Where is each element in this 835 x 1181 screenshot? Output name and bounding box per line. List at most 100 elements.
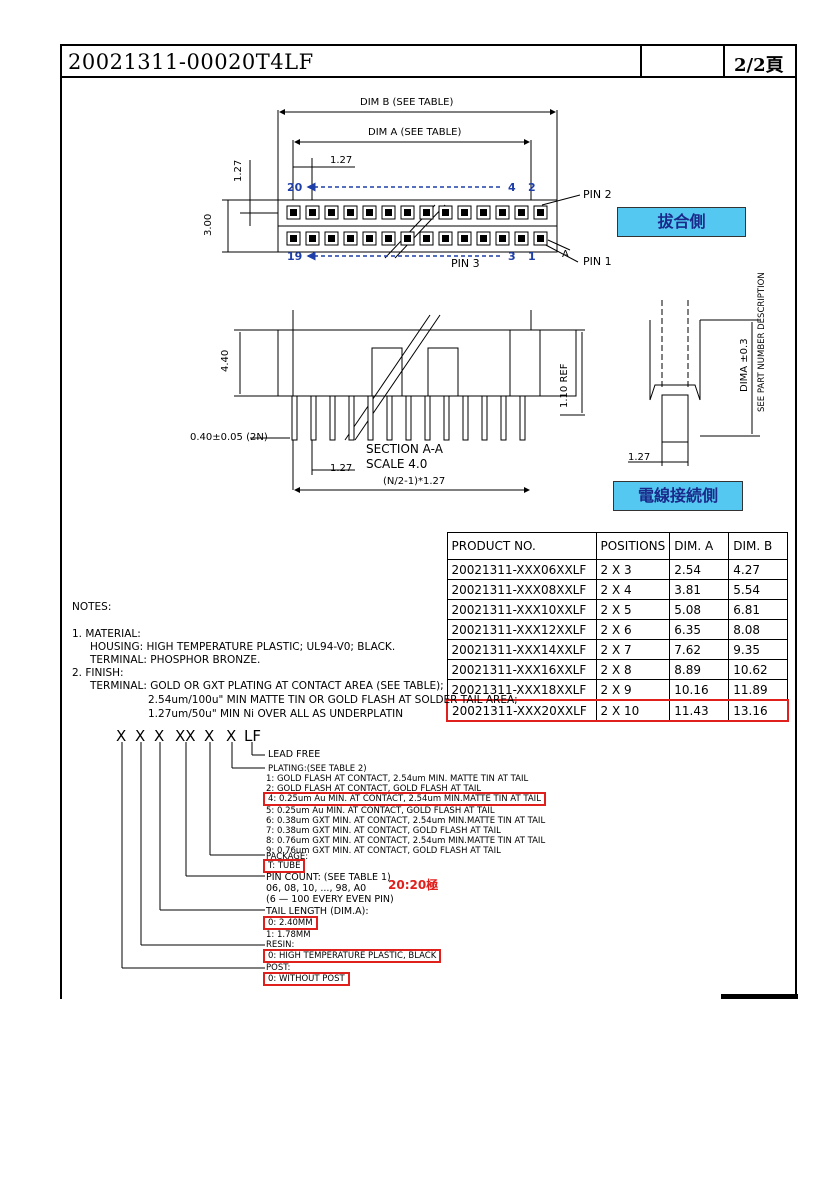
code-char: X <box>226 727 237 745</box>
page-number: 2/2頁 <box>734 55 784 76</box>
pin-contact <box>518 209 525 216</box>
pin-19-label: 19 <box>287 250 303 263</box>
mating-side-badge: 拔合側 <box>617 207 746 237</box>
pin-count-values: 06, 08, 10, ..., 98, A0 <box>266 883 367 894</box>
notes-line: HOUSING: HIGH TEMPERATURE PLASTIC; UL94-… <box>90 641 396 653</box>
pin-2-num: 2 <box>528 181 536 194</box>
table-cell: 5.08 <box>669 599 730 620</box>
table-cell: 20021311-XXX08XXLF <box>446 579 597 600</box>
solder-tail <box>500 395 507 441</box>
dim-a-label: DIM A (SEE TABLE) <box>368 127 462 138</box>
title-block: 20021311-00020T4LF 2/2頁 <box>62 46 795 78</box>
table-cell: 20021311-XXX12XXLF <box>446 619 597 640</box>
table-cell: 5.54 <box>728 579 789 600</box>
plating-option: 7: 0.38um GXT MIN. AT CONTACT, GOLD FLAS… <box>266 826 501 836</box>
dim-110-ref: 1.10 REF <box>559 363 570 408</box>
pin-contact <box>537 209 544 216</box>
pin-contact <box>499 209 506 216</box>
table-cell: 6.81 <box>728 599 789 620</box>
table-header: DIM. A <box>669 532 730 560</box>
plating-option: 5: 0.25um Au MIN. AT CONTACT, GOLD FLASH… <box>266 806 495 816</box>
section-label: SECTION A-A <box>366 442 443 456</box>
pin-contact <box>366 209 373 216</box>
plating-option-selected: 4: 0.25um Au MIN. AT CONTACT, 2.54um MIN… <box>263 792 546 806</box>
solder-tail <box>348 395 355 441</box>
notes-line: TERMINAL: GOLD OR GXT PLATING AT CONTACT… <box>90 680 444 692</box>
dim-300: 3.00 <box>203 213 214 236</box>
table-cell: 20021311-XXX20XXLF <box>446 699 597 722</box>
pin-contact <box>290 235 297 242</box>
title-divider <box>640 46 642 76</box>
pin-4-label: 4 <box>508 181 516 194</box>
code-char: X <box>135 727 146 745</box>
tail-option: 1: 1.78MM <box>266 930 311 940</box>
notes-line: 1. MATERIAL: <box>72 628 141 640</box>
pin-contact <box>480 235 487 242</box>
table-header: PRODUCT NO. <box>446 532 597 560</box>
package-option-selected: T: TUBE <box>263 859 306 873</box>
part-code-leaders <box>121 742 265 969</box>
section-marker: A <box>562 249 569 260</box>
pin-20-label: 20 <box>287 181 303 194</box>
pin-contact <box>366 235 373 242</box>
solder-tail <box>367 395 374 441</box>
pin-contact <box>423 209 430 216</box>
table-header: DIM. B <box>728 532 789 560</box>
table-cell: 13.16 <box>728 699 789 722</box>
pin-count-label: PIN COUNT: (SEE TABLE 1) <box>266 872 391 883</box>
pin-contact <box>404 209 411 216</box>
resin-option-selected: 0: HIGH TEMPERATURE PLASTIC, BLACK <box>263 949 442 963</box>
post-option-selected: 0: WITHOUT POST <box>263 972 350 986</box>
pin-contact <box>461 209 468 216</box>
table-cell: 20021311-XXX10XXLF <box>446 599 597 620</box>
dim-127-right: 1.27 <box>628 452 651 463</box>
solder-tail <box>405 395 412 441</box>
dima-label: DIMA ±0.3 <box>739 338 750 392</box>
pin3-callout: PIN 3 <box>451 257 480 270</box>
pin-contact <box>309 235 316 242</box>
pin-contact <box>442 209 449 216</box>
plating-option: 6: 0.38um GXT MIN. AT CONTACT, 2.54um MI… <box>266 816 546 826</box>
table-cell: 20021311-XXX18XXLF <box>446 679 597 701</box>
pin-contact <box>347 209 354 216</box>
notes-line: TERMINAL: PHOSPHOR BRONZE. <box>90 654 261 666</box>
pin-3-num: 3 <box>508 250 516 263</box>
table-cell: 7.62 <box>669 639 730 660</box>
solder-tail <box>424 395 431 441</box>
post-label: POST: <box>266 963 291 973</box>
formula-label: (N/2-1)*1.27 <box>383 476 446 487</box>
table-cell: 20021311-XXX06XXLF <box>446 559 597 580</box>
notes-line: 2. FINISH: <box>72 667 124 679</box>
solder-tail <box>462 395 469 441</box>
solder-tail <box>310 395 317 441</box>
plating-option: 1: GOLD FLASH AT CONTACT, 2.54um MIN. MA… <box>266 774 529 784</box>
pin-count-range: (6 — 100 EVERY EVEN PIN) <box>266 894 394 905</box>
table-cell: 2 X 4 <box>595 579 671 600</box>
pin-contact <box>347 235 354 242</box>
pin-dim-label: 0.40±0.05 (2N) <box>190 432 268 443</box>
pin-contact <box>328 235 335 242</box>
pin-contact <box>442 235 449 242</box>
table-cell: 2.54 <box>669 559 730 580</box>
pin-contact <box>537 235 544 242</box>
pin-contact <box>461 235 468 242</box>
table-cell: 10.16 <box>669 679 730 701</box>
pin-1-num: 1 <box>528 250 536 263</box>
table-cell: 8.08 <box>728 619 789 640</box>
scale-label: SCALE 4.0 <box>366 457 428 471</box>
table-cell: 20021311-XXX16XXLF <box>446 659 597 680</box>
dim-127-bottom: 1.27 <box>330 463 353 474</box>
lead-free-label: LEAD FREE <box>268 749 321 760</box>
pin-contact <box>518 235 525 242</box>
table-cell: 2 X 10 <box>595 699 671 722</box>
table-cell: 2 X 7 <box>595 639 671 660</box>
footer-bar <box>721 994 798 999</box>
table-cell: 2 X 9 <box>595 679 671 701</box>
solder-tail <box>386 395 393 441</box>
table-cell: 2 X 8 <box>595 659 671 680</box>
